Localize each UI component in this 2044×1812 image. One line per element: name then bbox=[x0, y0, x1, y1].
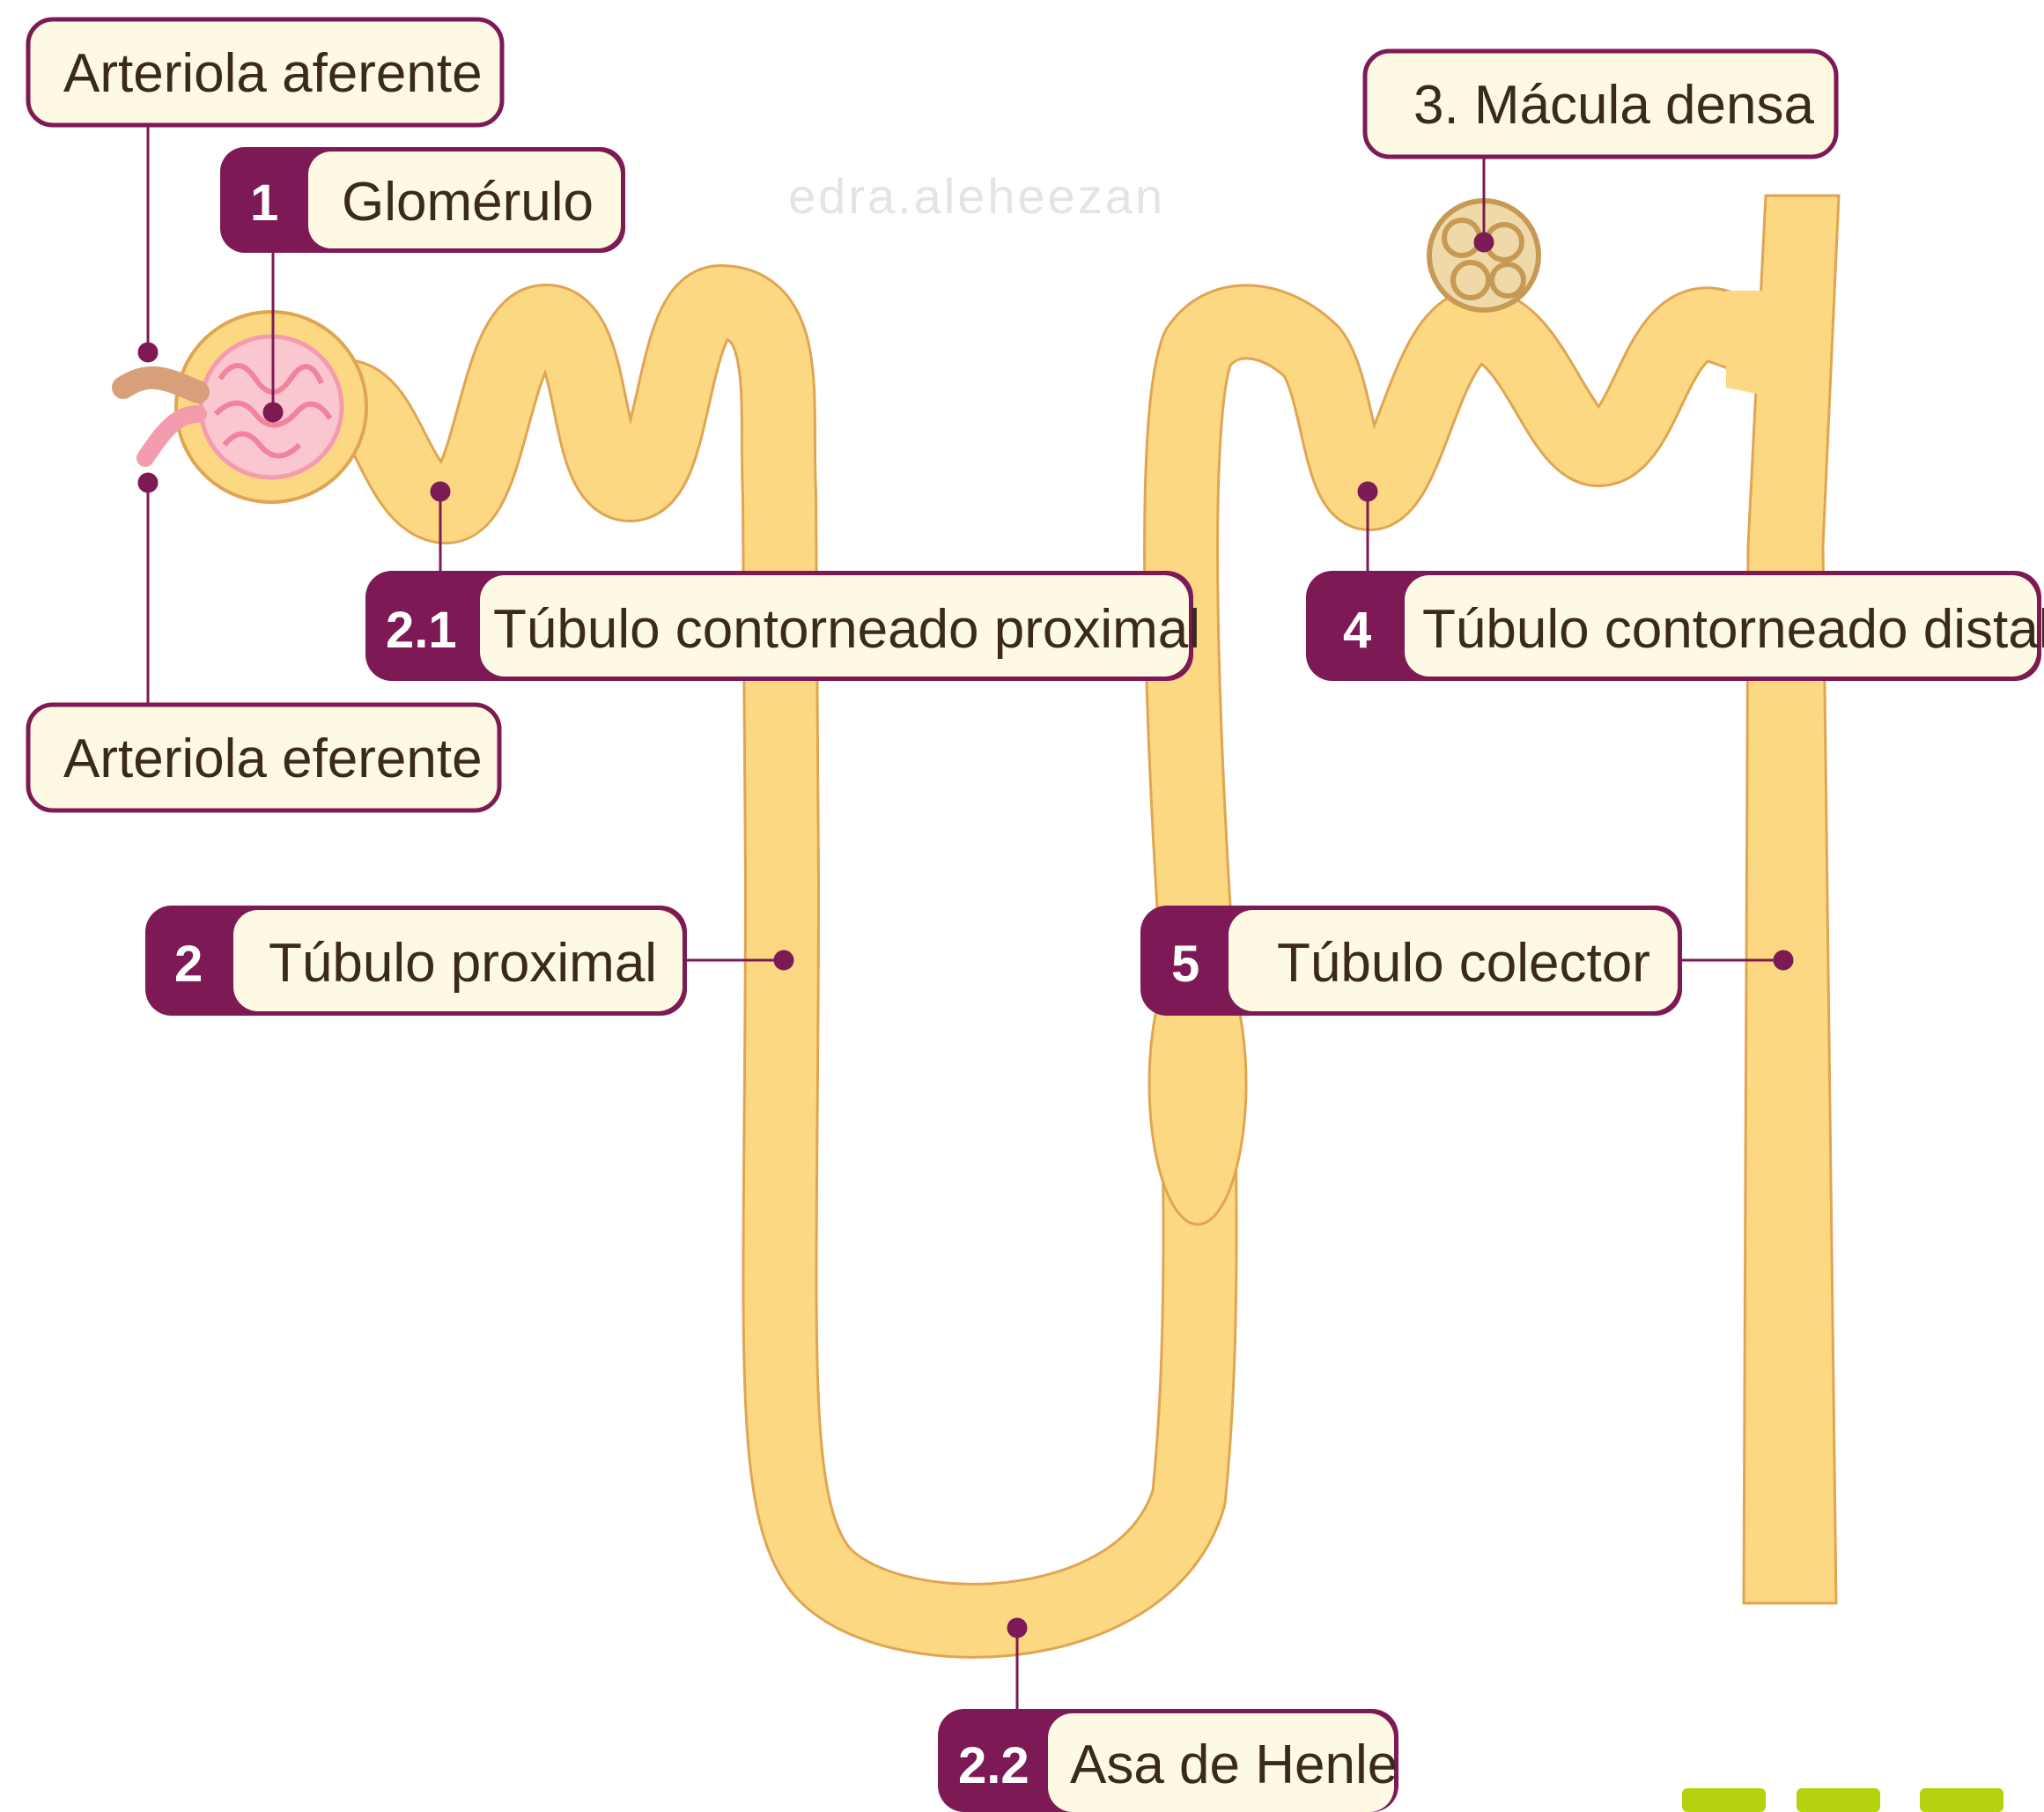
label-tubulo-contorneado-distal-number: 4 bbox=[1343, 602, 1371, 659]
label-arteriola-eferente: Arteriola eferente bbox=[26, 702, 502, 813]
label-tubulo-colector: 5 Túbulo colector bbox=[1140, 906, 1682, 1016]
arterioles bbox=[112, 366, 210, 467]
leader-lines bbox=[137, 125, 1794, 1709]
collecting-duct bbox=[1742, 194, 1841, 1605]
marker-asa-de-henle bbox=[1007, 1617, 1028, 1638]
label-tubulo-colector-number: 5 bbox=[1171, 936, 1199, 993]
label-arteriola-aferente-text: Arteriola aferente bbox=[63, 43, 483, 104]
efferent-arteriole-icon bbox=[137, 405, 207, 467]
dct-duct-junction bbox=[1726, 291, 1770, 396]
label-asa-de-henle-text: Asa de Henle bbox=[1070, 1734, 1398, 1795]
label-macula-densa-text: 3. Mácula densa bbox=[1413, 75, 1814, 136]
marker-glomerulo bbox=[262, 402, 284, 423]
marker-tubulo-proximal bbox=[773, 950, 794, 971]
label-tubulo-proximal-text: Túbulo proximal bbox=[269, 933, 657, 994]
marker-arteriola-eferente bbox=[137, 472, 159, 493]
label-asa-de-henle-number: 2.2 bbox=[958, 1737, 1029, 1794]
marker-tubulo-colector bbox=[1773, 950, 1794, 971]
nephron-tubule-fill bbox=[308, 267, 1823, 1656]
marker-arteriola-aferente bbox=[137, 342, 159, 363]
label-glomerulo: 1 Glomérulo bbox=[220, 147, 625, 253]
label-tubulo-proximal: 2 Túbulo proximal bbox=[145, 906, 687, 1016]
marker-tubulo-contorneado-proximal bbox=[430, 481, 451, 502]
label-tubulo-contorneado-distal-text: Túbulo contorneado distal bbox=[1422, 599, 2044, 660]
label-arteriola-aferente: Arteriola aferente bbox=[26, 17, 505, 128]
label-tubulo-contorneado-proximal-text: Túbulo contorneado proximal bbox=[493, 599, 1200, 660]
nephron-tubule bbox=[306, 194, 1841, 1659]
label-glomerulo-text: Glomérulo bbox=[342, 172, 594, 233]
label-tubulo-contorneado-proximal-number: 2.1 bbox=[386, 602, 457, 659]
label-asa-de-henle: 2.2 Asa de Henle bbox=[938, 1709, 1398, 1812]
afferent-arteriole-icon bbox=[112, 366, 210, 403]
label-tubulo-contorneado-proximal: 2.1 Túbulo contorneado proximal bbox=[365, 571, 1200, 681]
label-tubulo-colector-text: Túbulo colector bbox=[1277, 933, 1650, 994]
label-arteriola-eferente-text: Arteriola eferente bbox=[63, 728, 483, 789]
label-glomerulo-number: 1 bbox=[250, 174, 278, 232]
corner-accent bbox=[1682, 1788, 2003, 1812]
label-tubulo-proximal-number: 2 bbox=[174, 936, 203, 993]
marker-tubulo-contorneado-distal bbox=[1357, 481, 1378, 502]
label-macula-densa: 3. Mácula densa bbox=[1362, 48, 1839, 159]
label-tubulo-contorneado-distal: 4 Túbulo contorneado distal bbox=[1306, 571, 2044, 681]
marker-macula-densa bbox=[1473, 232, 1494, 253]
watermark: edra.aleheezan bbox=[788, 168, 1165, 224]
